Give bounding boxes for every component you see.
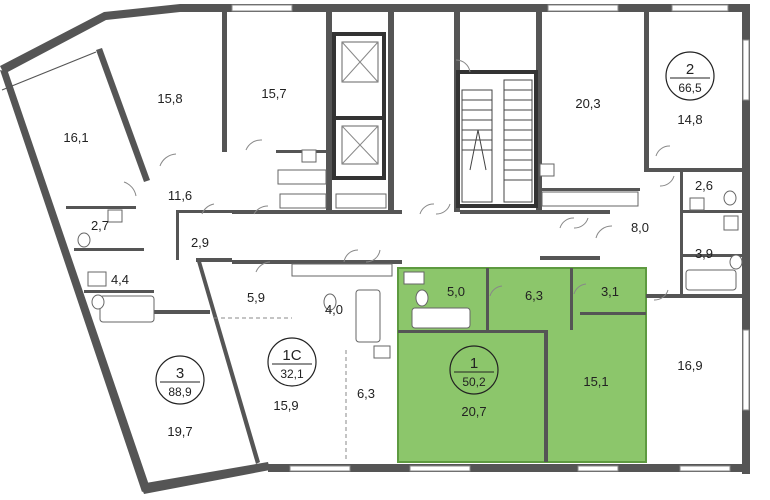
room-area-label: 20,7 <box>461 404 486 419</box>
room-area-label: 2,9 <box>191 235 209 250</box>
room-area-label: 16,9 <box>677 358 702 373</box>
room-area-label: 3,9 <box>695 246 713 261</box>
room-area-label: 16,1 <box>63 130 88 145</box>
room-area-label: 15,8 <box>157 91 182 106</box>
room-area-label: 6,3 <box>357 386 375 401</box>
room-labels: 16,1 15,8 15,7 20,3 14,8 11,6 2,7 2,9 4,… <box>63 86 713 439</box>
room-area-label: 2,6 <box>695 178 713 193</box>
room-area-label: 14,8 <box>677 112 702 127</box>
outer-walls <box>0 4 750 494</box>
room-area-label: 15,9 <box>273 398 298 413</box>
room-area-label: 20,3 <box>575 96 600 111</box>
interior-walls <box>1 12 746 464</box>
elevator-shafts <box>332 32 386 180</box>
room-area-label: 6,3 <box>525 288 543 303</box>
room-area-label: 5,9 <box>247 290 265 305</box>
doors <box>123 59 675 301</box>
room-area-label: 15,7 <box>261 86 286 101</box>
apartment-badge-1c[interactable]: 1C 32,1 <box>267 337 317 387</box>
room-area-label: 2,7 <box>91 218 109 233</box>
stairwell <box>456 70 538 208</box>
room-area-label: 4,4 <box>111 272 129 287</box>
room-area-label: 11,6 <box>168 188 192 203</box>
room-area-label: 15,1 <box>583 374 608 389</box>
room-area-label: 3,1 <box>601 284 619 299</box>
apartment-1c-number: 1C <box>282 347 301 364</box>
apartment-3-number: 3 <box>176 365 184 382</box>
apartment-1-number: 1 <box>470 355 478 372</box>
windows <box>231 4 750 472</box>
apartment-badge-3[interactable]: 3 88,9 <box>155 355 205 405</box>
apartment-3-area: 88,9 <box>168 385 192 399</box>
room-area-label: 5,0 <box>447 284 465 299</box>
fixtures <box>77 149 743 359</box>
apartment-badge-2[interactable]: 2 66,5 <box>665 51 715 101</box>
apartment-1-area: 50,2 <box>462 375 486 389</box>
apartment-2-area: 66,5 <box>678 81 702 95</box>
apartment-badge-1[interactable]: 1 50,2 <box>449 345 499 395</box>
room-area-label: 8,0 <box>631 220 649 235</box>
apartment-1c-area: 32,1 <box>280 367 304 381</box>
room-area-label: 19,7 <box>167 424 192 439</box>
apartment-2-number: 2 <box>686 61 694 78</box>
room-area-label: 4,0 <box>325 302 343 317</box>
